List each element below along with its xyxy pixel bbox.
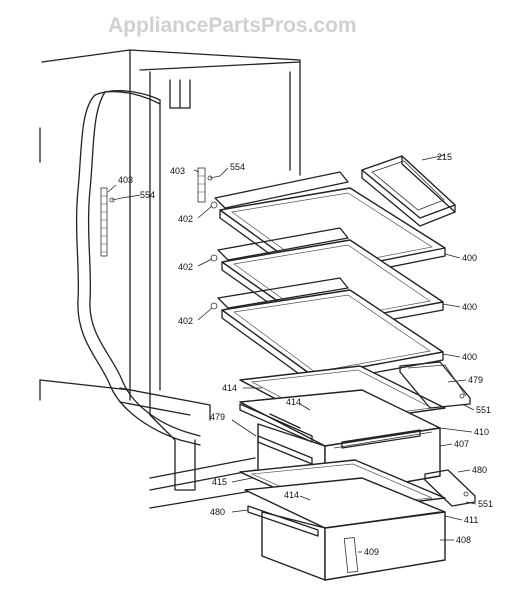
label-410: 410 — [474, 427, 489, 437]
part-labels: 215 403 554 403 554 402 402 402 400 400 … — [118, 152, 493, 557]
label-400-middle: 400 — [462, 302, 477, 312]
label-551-upper: 551 — [476, 405, 491, 415]
cabinet-liner — [39, 49, 301, 509]
rail-strip-right — [197, 167, 221, 203]
label-414-lower: 414 — [284, 490, 299, 500]
label-403-left: 403 — [118, 175, 133, 185]
slide-rail-lower-right — [424, 469, 476, 507]
label-480-right: 480 — [472, 465, 487, 475]
label-400-bottom: 400 — [462, 352, 477, 362]
label-414-upper: 414 — [222, 383, 237, 393]
door-gasket — [75, 90, 201, 446]
door-bin — [361, 155, 456, 227]
label-403-right: 403 — [170, 166, 185, 176]
label-479-left: 479 — [210, 412, 225, 422]
label-411: 411 — [464, 515, 478, 525]
label-551-lower: 551 — [478, 499, 493, 509]
label-215: 215 — [437, 152, 452, 162]
leader-lines — [107, 154, 477, 553]
label-402-bottom: 402 — [178, 316, 193, 326]
label-554-left: 554 — [140, 190, 155, 200]
label-480-left: 480 — [210, 507, 225, 517]
label-400-top: 400 — [462, 253, 477, 263]
watermark-text: AppliancePartsPros.com — [108, 14, 357, 37]
slide-rail-upper-right — [399, 361, 471, 409]
label-409: 409 — [364, 547, 379, 557]
label-402-top: 402 — [178, 214, 193, 224]
label-479-right: 479 — [468, 375, 483, 385]
label-408: 408 — [456, 535, 471, 545]
label-402-middle: 402 — [178, 262, 193, 272]
label-414-middle: 414 — [286, 397, 301, 407]
label-415: 415 — [212, 477, 227, 487]
crisper-drawer-lower — [244, 477, 446, 581]
label-554-right: 554 — [230, 162, 245, 172]
rail-strip-left — [100, 187, 123, 257]
label-407: 407 — [454, 439, 469, 449]
